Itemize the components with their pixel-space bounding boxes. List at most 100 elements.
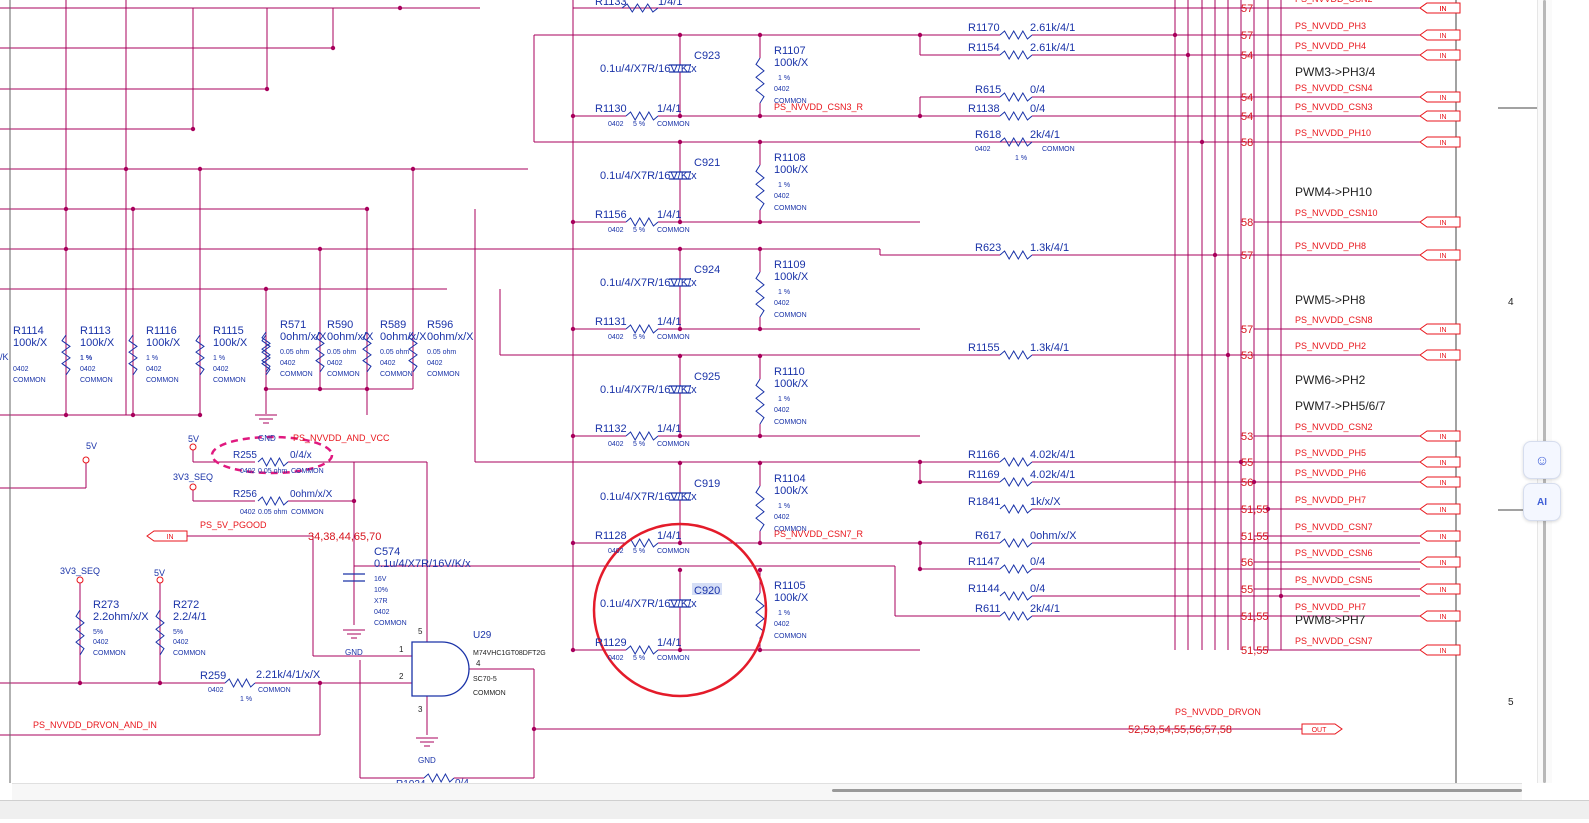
resistor-pkg: 0402 (173, 639, 189, 646)
resistor-tol: 1 % (778, 610, 790, 617)
net-label: PS_NVVDD_DRVON_AND_IN (33, 720, 157, 730)
resistor-tol: 5 % (633, 548, 645, 555)
net-ref: 55 (1241, 457, 1253, 469)
ic-ref: U29 (473, 630, 492, 641)
port-tag-label: IN (1440, 353, 1447, 360)
net-ref: 56 (1241, 477, 1253, 489)
resistor-pkg: 0402 (608, 121, 624, 128)
horizontal-scroll-thumb[interactable] (832, 789, 1522, 792)
resistor-value: 100k/X (774, 378, 809, 390)
pwm-label: PWM4->PH10 (1295, 185, 1372, 199)
resistor-ref: R617 (975, 530, 1001, 542)
junction-dot (917, 113, 923, 119)
resistor-tol: 1 % (80, 355, 92, 362)
port-tag-label: IN (1440, 95, 1447, 102)
resistor-ref: R1144 (968, 583, 1000, 595)
port-tag (1419, 216, 1461, 228)
resistor-pkg: 0402 (774, 86, 790, 93)
resistor-symbol (625, 323, 659, 335)
resistor-grp: COMMON (657, 655, 690, 662)
resistor-pkg: 0402 (380, 360, 396, 367)
resistor-ref: R1113 (80, 325, 111, 337)
resistor-value: 100k/X (774, 57, 809, 69)
resistor-symbol (155, 609, 165, 656)
port-tag-label: IN (1440, 460, 1447, 467)
resistor-ref: R623 (975, 242, 1001, 254)
resistor-grp: COMMON (657, 121, 690, 128)
horizontal-scrollbar[interactable] (12, 783, 1522, 800)
resistor-tol: 1 % (778, 289, 790, 296)
net-ref: 57 (1241, 250, 1253, 262)
net-label: PS_NVVDD_CSN3_R (774, 102, 864, 112)
resistor-tol: 5 % (633, 121, 645, 128)
net-label: PS_NVVDD_CSN7_R (774, 529, 864, 539)
port-tag (1419, 2, 1461, 14)
resistor-symbol (75, 609, 85, 656)
resistor-grp: COMMON (213, 377, 246, 384)
resistor-tol: 1 % (778, 182, 790, 189)
resistor-symbol (755, 378, 765, 425)
pin-num: 3 (418, 705, 423, 714)
resistor-spec: 0.05 ohm (327, 349, 356, 356)
resistor-value: 1/4/1 (657, 423, 681, 435)
net-ref: 52,53,54,55,56,57,58 (1128, 724, 1232, 736)
ai-icon[interactable]: AI (1523, 483, 1561, 521)
port-tag (1419, 323, 1461, 335)
resistor-value: 0ohm/x/X (427, 331, 474, 343)
resistor-tol: 1 % (240, 696, 252, 703)
resistor-value: 100k/X (774, 271, 809, 283)
cap-spec: 16V (374, 576, 387, 583)
resistor-ref: R1105 (774, 580, 806, 592)
resistor-value: 0/4 (1030, 556, 1045, 568)
resistor-symbol (423, 772, 455, 784)
resistor-ref: R273 (93, 599, 119, 611)
resistor-pkg: 0402 (80, 366, 96, 373)
port-tag (1419, 503, 1461, 515)
resistor-grp: COMMON (657, 441, 690, 448)
pin-num: 2 (399, 672, 404, 681)
cap-ref: C925 (694, 371, 720, 383)
resistor-symbol (999, 29, 1033, 41)
assistant-icon[interactable]: ☺ (1523, 441, 1561, 479)
resistor-ref: R259 (200, 670, 226, 682)
net-label: PS_NVVDD_CSN7 (1295, 636, 1373, 646)
port-tag (1419, 476, 1461, 488)
resistor-value: 0ohm/x/X (280, 331, 327, 343)
resistor-ref: R1128 (595, 530, 627, 542)
junction-dot (677, 540, 683, 546)
resistor-pkg: 0402 (213, 366, 229, 373)
net-label: PS_NVVDD_CSN8 (1295, 315, 1373, 325)
cap-ref: C919 (694, 478, 720, 490)
net-ref: 54 (1241, 92, 1253, 104)
port-tag-label: IN (1440, 480, 1447, 487)
resistor-symbol (999, 136, 1033, 148)
vertical-scrollbar[interactable] (1537, 0, 1552, 783)
junction-dot (63, 412, 69, 418)
resistor-value: 100k/X (774, 592, 809, 604)
resistor-ref: R596 (427, 319, 453, 331)
resistor-ref: R1104 (774, 473, 806, 485)
port-tag (1419, 530, 1461, 542)
resistor-symbol (755, 485, 765, 532)
junction-dot (677, 113, 683, 119)
junction-dot (757, 540, 763, 546)
resistor-spec: 0.05 ohm (380, 349, 409, 356)
resistor-value: 2k/4/1 (1030, 603, 1060, 615)
cap-value: 0.1u/4/X7R/16V/K/x (374, 558, 471, 570)
net-label: PS_NVVDD_PH5 (1295, 448, 1366, 458)
net-ref: 58 (1241, 137, 1253, 149)
junction-dot (531, 726, 537, 732)
resistor-ref: R1170 (968, 22, 1000, 34)
resistor-pkg: 0402 (608, 334, 624, 341)
junction-dot (330, 45, 336, 51)
junction-dot (123, 166, 129, 172)
resistor-pkg: 0402 (240, 468, 256, 475)
vertical-scroll-thumb[interactable] (1543, 0, 1546, 783)
resistor-value: 1.3k/4/1 (1030, 342, 1069, 354)
parts (61, 2, 1461, 784)
port-tag-label: IN (1440, 327, 1447, 334)
cap-value: 0.1u/4/X7R/16V/K/x (600, 63, 697, 75)
pwm-label: PWM5->PH8 (1295, 293, 1366, 307)
